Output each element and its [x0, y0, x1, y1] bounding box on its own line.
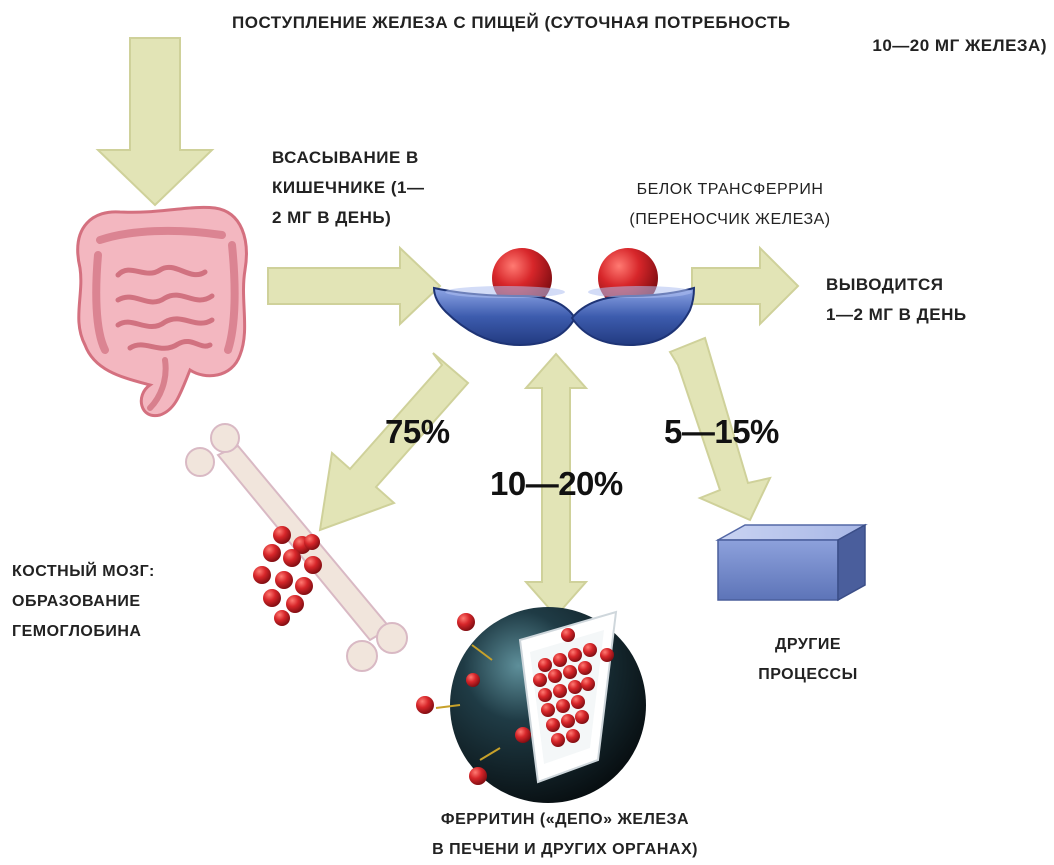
transferrin-label: БЕЛОК ТРАНСФЕРРИН (ПЕРЕНОСЧИК ЖЕЛЕЗА): [565, 175, 895, 235]
other-processes-box-icon: [718, 525, 865, 600]
arrow-excreted: [692, 248, 798, 324]
transferrin-protein-icon: [434, 248, 694, 345]
iron-cluster: [253, 526, 322, 626]
absorption-label-line2: КИШЕЧНИКЕ (1—: [272, 173, 425, 203]
arrow-to-transferrin: [268, 248, 440, 324]
absorption-label: ВСАСЫВАНИЕ В КИШЕЧНИКЕ (1— 2 МГ В ДЕНЬ): [272, 143, 425, 233]
other-percentage: 5—15%: [664, 413, 779, 451]
other-processes-label-line1: ДРУГИЕ: [728, 630, 888, 660]
transferrin-label-line2: (ПЕРЕНОСЧИК ЖЕЛЕЗА): [565, 205, 895, 235]
ferritin-percentage: 10—20%: [490, 465, 623, 503]
marrow-label-line1: КОСТНЫЙ МОЗГ:: [12, 557, 155, 587]
ferritin-sphere-icon: [416, 607, 646, 803]
intake-label-line2: 10—20 МГ ЖЕЛЕЗА): [232, 35, 1047, 58]
arrow-intake-down: [98, 38, 212, 205]
excreted-label: ВЫВОДИТСЯ 1—2 МГ В ДЕНЬ: [826, 270, 967, 330]
other-processes-label: ДРУГИЕ ПРОЦЕССЫ: [728, 630, 888, 690]
absorption-label-line3: 2 МГ В ДЕНЬ): [272, 203, 425, 233]
ferritin-label-line1: ФЕРРИТИН («ДЕПО» ЖЕЛЕЗА: [300, 805, 830, 835]
intake-label: ПОСТУПЛЕНИЕ ЖЕЛЕЗА С ПИЩЕЙ (СУТОЧНАЯ ПОТ…: [232, 12, 1047, 58]
excreted-label-line2: 1—2 МГ В ДЕНЬ: [826, 300, 967, 330]
transferrin-label-line1: БЕЛОК ТРАНСФЕРРИН: [565, 175, 895, 205]
marrow-label-line2: ОБРАЗОВАНИЕ: [12, 587, 155, 617]
marrow-label-line3: ГЕМОГЛОБИНА: [12, 617, 155, 647]
intake-label-line1: ПОСТУПЛЕНИЕ ЖЕЛЕЗА С ПИЩЕЙ (СУТОЧНАЯ ПОТ…: [232, 12, 1047, 35]
other-processes-label-line2: ПРОЦЕССЫ: [728, 660, 888, 690]
excreted-label-line1: ВЫВОДИТСЯ: [826, 270, 967, 300]
marrow-label: КОСТНЫЙ МОЗГ: ОБРАЗОВАНИЕ ГЕМОГЛОБИНА: [12, 557, 155, 647]
ferritin-label: ФЕРРИТИН («ДЕПО» ЖЕЛЕЗА В ПЕЧЕНИ И ДРУГИ…: [300, 805, 830, 865]
absorption-label-line1: ВСАСЫВАНИЕ В: [272, 143, 425, 173]
marrow-percentage: 75%: [385, 413, 450, 451]
ferritin-label-line2: В ПЕЧЕНИ И ДРУГИХ ОРГАНАХ): [300, 835, 830, 865]
intestine-icon: [78, 207, 247, 415]
